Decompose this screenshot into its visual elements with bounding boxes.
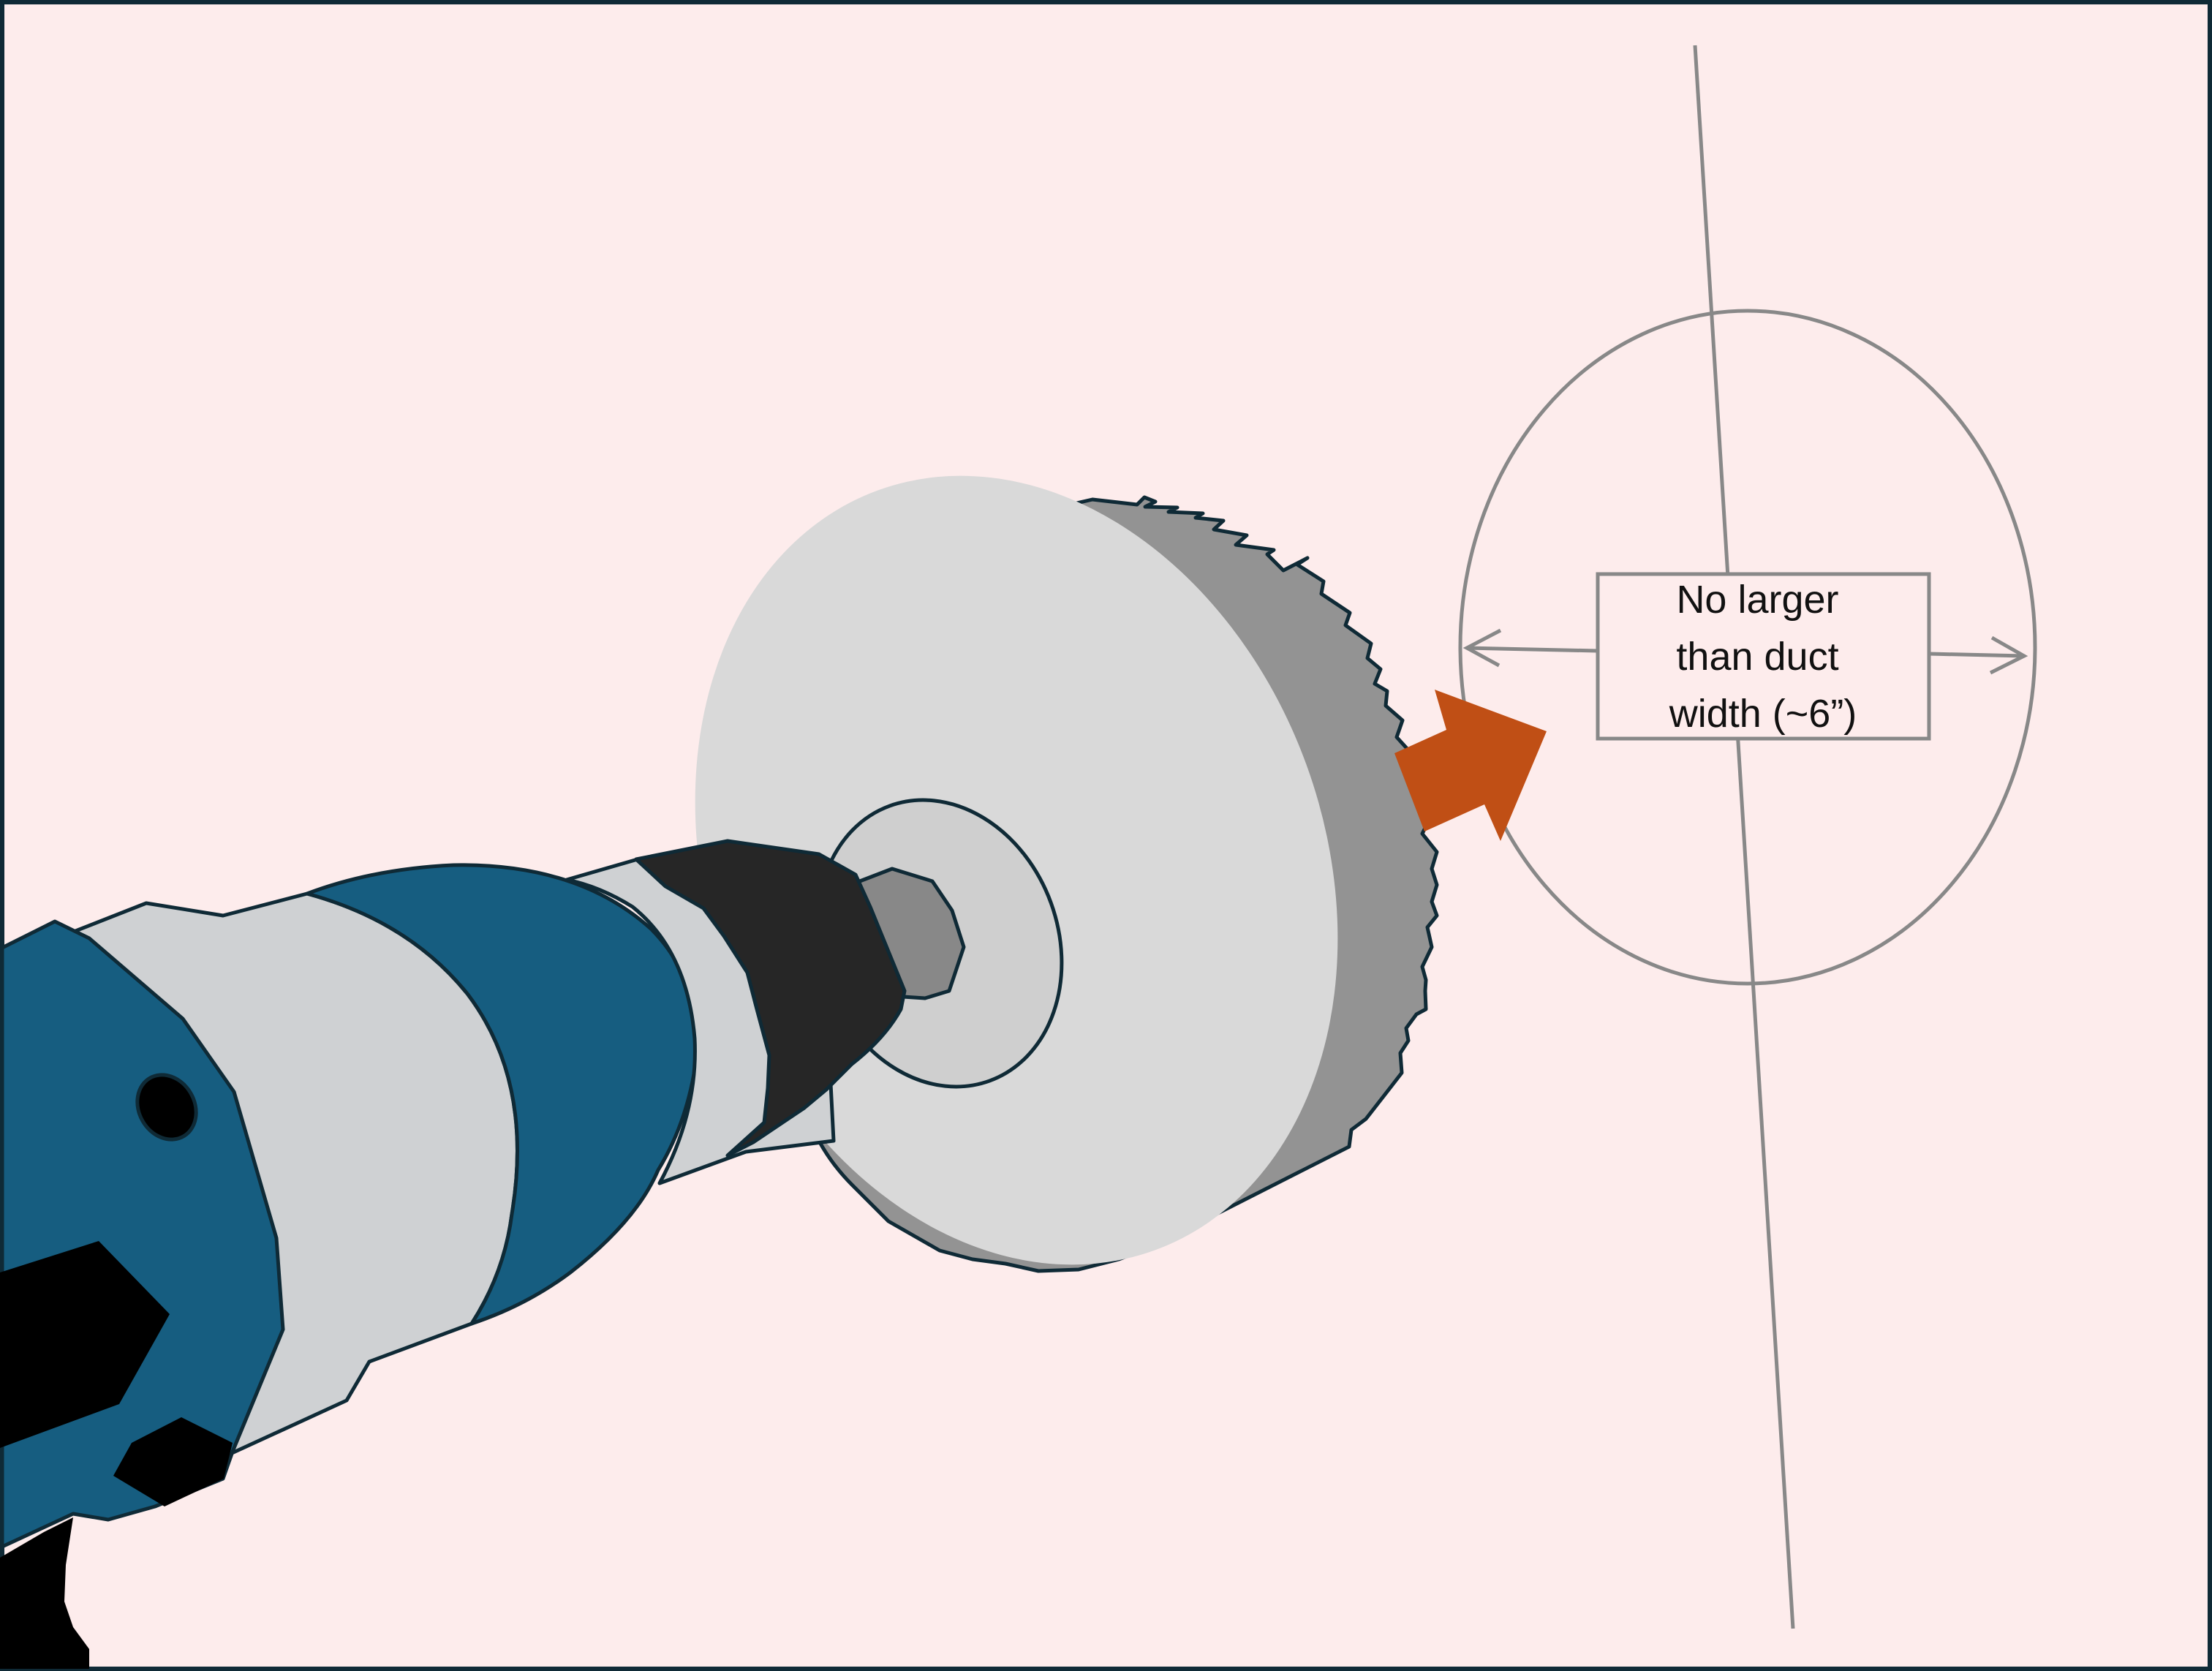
callout-line-1: No larger xyxy=(1676,578,1838,622)
width-arrow-left-head xyxy=(1462,628,1502,668)
drill-vent-hole xyxy=(135,1073,198,1142)
callout-box xyxy=(1596,572,1931,741)
drill-handle xyxy=(0,1517,89,1669)
width-arrow-right-head xyxy=(1989,635,2028,675)
drill-motor-collar xyxy=(305,863,699,1326)
drill-trigger-guard xyxy=(113,1417,233,1506)
svg-text:No larger than duct: No larger than duct width (~6”) xyxy=(1669,578,1857,736)
duct-circle xyxy=(1458,309,2037,986)
size-callout: No larger than duct width (~6”) xyxy=(1596,572,1931,741)
callout-line-3: width (~6”) xyxy=(1669,692,1857,736)
drill-trigger xyxy=(0,1241,170,1448)
width-arrow-right-line xyxy=(1928,652,2025,658)
hole-saw-icon xyxy=(695,475,1439,1273)
width-arrow-left-line xyxy=(1466,646,1598,653)
drill-chuck xyxy=(634,839,907,1158)
callout-line-2: than duct xyxy=(1676,635,1838,679)
drill-icon xyxy=(0,839,907,1669)
duct-outline-guides xyxy=(1458,45,2037,1629)
stud-line xyxy=(1693,45,1795,1629)
arrow-right-icon xyxy=(1394,690,1547,841)
